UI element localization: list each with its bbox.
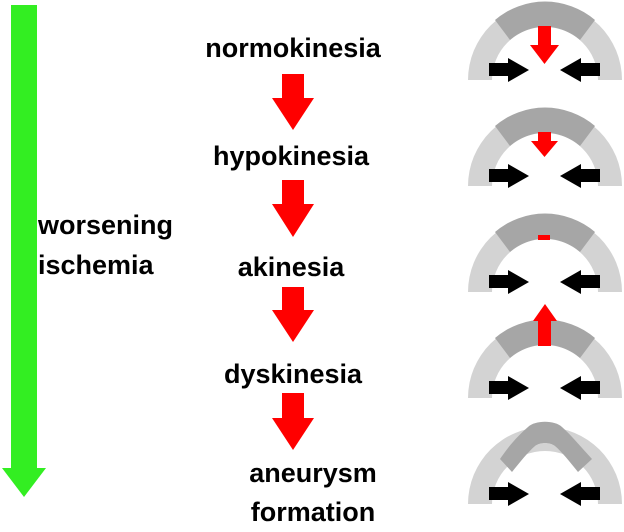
ischemia-label: ischemia bbox=[38, 250, 154, 280]
left-force-arrow bbox=[489, 270, 529, 294]
wall-schematic-dyskinesia bbox=[468, 304, 622, 400]
outward-motion-arrow bbox=[533, 304, 557, 346]
left-force-arrow bbox=[489, 164, 529, 188]
reduced-inward-motion-arrow bbox=[531, 132, 558, 157]
wall-schematic-akinesia bbox=[468, 213, 622, 294]
right-force-arrow bbox=[560, 376, 600, 400]
right-force-arrow bbox=[560, 164, 600, 188]
right-force-arrow bbox=[560, 270, 600, 294]
worsening-label: worsening bbox=[38, 210, 174, 240]
no-motion-marker bbox=[538, 235, 550, 240]
left-force-arrow bbox=[489, 376, 529, 400]
aneurysm-bulge bbox=[500, 421, 592, 472]
left-force-arrow bbox=[489, 482, 529, 506]
stage-label-normokinesia: normokinesia bbox=[205, 33, 381, 63]
left-force-arrow bbox=[489, 58, 529, 82]
stage-label-formation: formation bbox=[250, 497, 376, 527]
wall-schematic-hypokinesia bbox=[468, 107, 622, 188]
right-force-arrow bbox=[560, 58, 600, 82]
wall-schematic-normokinesia bbox=[468, 1, 622, 82]
stage-transition-arrow-2 bbox=[272, 180, 314, 237]
stage-label-dyskinesia: dyskinesia bbox=[223, 359, 363, 389]
worsening-ischemia-arrow bbox=[2, 5, 46, 497]
stage-transition-arrow-3 bbox=[272, 287, 314, 342]
stage-label-aneurysm: aneurysm bbox=[249, 458, 377, 488]
wall-schematic-aneurysm bbox=[468, 421, 622, 506]
right-force-arrow bbox=[560, 482, 600, 506]
stage-transition-arrow-1 bbox=[272, 74, 314, 130]
stage-transition-arrow-4 bbox=[272, 393, 314, 450]
inward-motion-arrow bbox=[530, 26, 559, 64]
stage-label-hypokinesia: hypokinesia bbox=[212, 141, 370, 171]
stage-label-akinesia: akinesia bbox=[237, 252, 345, 282]
